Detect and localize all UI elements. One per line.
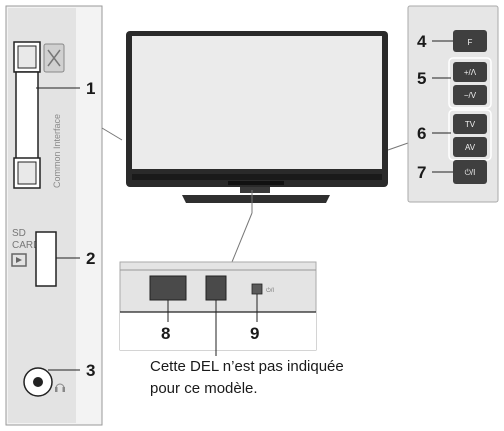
power-led-mark: ⏻/I <box>266 287 274 294</box>
callout-8: 8 <box>161 324 170 343</box>
led-caption-line1: Cette DEL n’est pas indiquée <box>150 358 344 375</box>
remote-signal-sensor <box>149 275 187 301</box>
callout-6: 6 <box>417 124 426 143</box>
power-button-label: ⏻/I <box>465 168 476 177</box>
tv-button-label: TV <box>465 120 476 129</box>
volume-up-button[interactable] <box>453 62 487 82</box>
ci-card-icon <box>43 43 65 73</box>
front-detail-panel: ⏻/I 8 9 <box>119 261 317 356</box>
volume-up-label: +/Λ <box>464 68 477 77</box>
tv-stand-neck <box>240 187 270 193</box>
left-side-panel: Common Interface SD CARD 1 2 3 <box>5 5 103 426</box>
tv-stand-base <box>182 195 330 203</box>
television <box>126 31 388 263</box>
function-button[interactable] <box>453 30 487 52</box>
power-button[interactable] <box>453 160 487 184</box>
callout-7: 7 <box>417 163 426 182</box>
right-button-panel: F +/Λ −/V TV AV ⏻/I 4 5 6 7 <box>407 5 499 203</box>
common-interface-slot <box>13 41 41 189</box>
headphone-icon <box>55 383 65 392</box>
volume-down-label: −/V <box>464 91 477 100</box>
led-indicator <box>205 275 227 301</box>
led-caption-line2: pour ce modèle. <box>150 380 258 397</box>
callout-5: 5 <box>417 69 426 88</box>
callout-3: 3 <box>86 361 95 380</box>
sd-label-line1: SD <box>12 228 26 239</box>
callout-2: 2 <box>86 249 95 268</box>
function-button-label: F <box>468 38 473 47</box>
left-panel-connector <box>101 127 123 141</box>
led-caption: Cette DEL n’est pas indiquée pour ce mod… <box>150 356 380 400</box>
callout-4: 4 <box>417 32 427 51</box>
tv-button[interactable] <box>453 114 487 134</box>
sd-card-icon <box>11 253 27 267</box>
zoom-connector <box>231 212 253 263</box>
common-interface-label: Common Interface <box>52 114 62 188</box>
av-button[interactable] <box>453 137 487 157</box>
volume-down-button[interactable] <box>453 85 487 105</box>
tv-screen <box>132 36 382 169</box>
sd-label-line2: CARD <box>12 240 40 251</box>
sd-card-slot <box>35 231 57 287</box>
callout-9: 9 <box>250 324 259 343</box>
power-led <box>251 283 263 295</box>
right-panel-connector <box>387 142 409 151</box>
callout-1: 1 <box>86 79 95 98</box>
av-button-label: AV <box>465 143 476 152</box>
headphone-jack <box>23 367 53 397</box>
